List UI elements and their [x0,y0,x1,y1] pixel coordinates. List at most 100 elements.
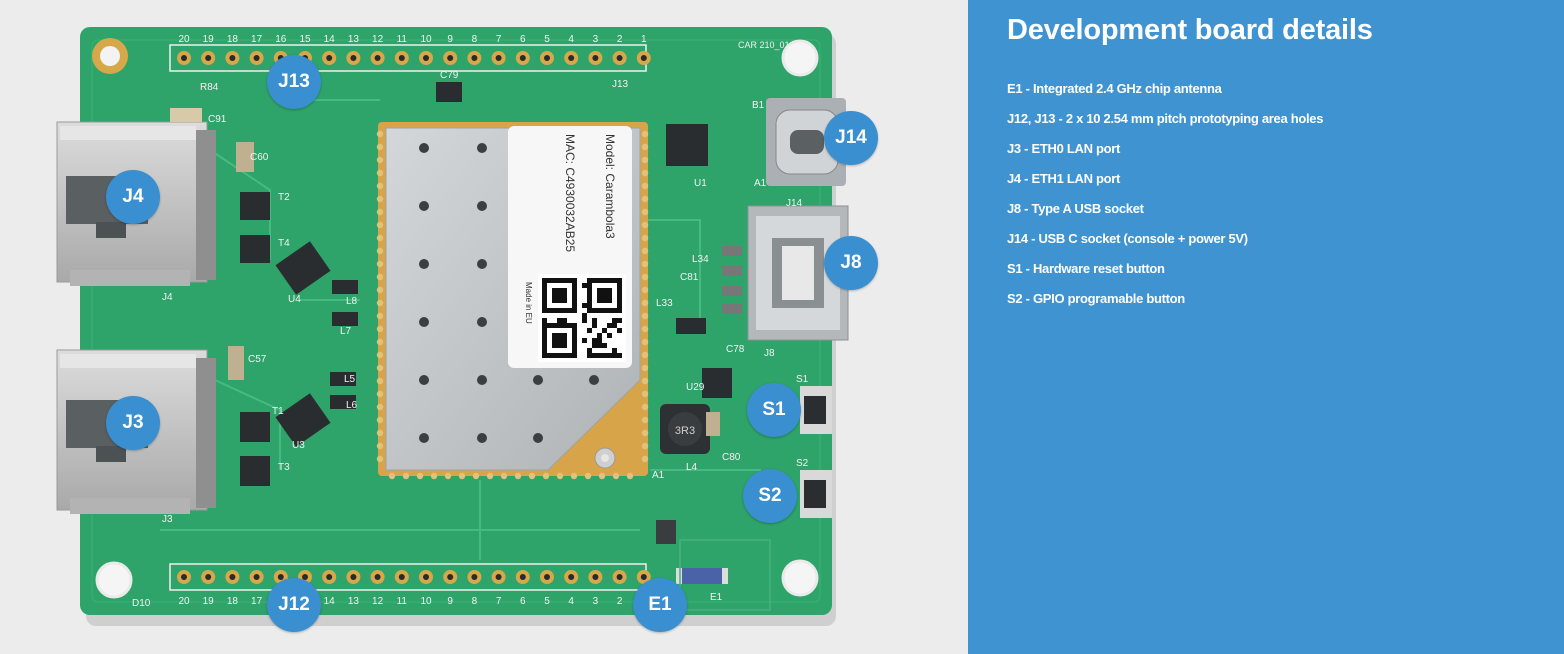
inductor-text: 3R3 [675,425,695,437]
header-pin-number: 11 [397,596,408,607]
callout-j12[interactable]: J12 [267,578,321,632]
header-pin-number: 7 [496,34,502,45]
svg-text:A1: A1 [754,178,767,189]
svg-text:C57: C57 [248,354,267,365]
svg-text:C60: C60 [250,152,269,163]
svg-text:T2: T2 [278,192,290,203]
svg-text:J3: J3 [162,514,173,525]
header-pin-number: 5 [544,596,550,607]
svg-text:R84: R84 [200,82,219,93]
header-pin-number: 13 [348,596,360,607]
callout-e1[interactable]: E1 [633,578,687,632]
header-pin-number: 17 [251,596,263,607]
cap-c79 [436,82,462,102]
header-pin-number: 8 [472,34,478,45]
callout-j13[interactable]: J13 [267,55,321,109]
header-pin-number: 3 [593,34,599,45]
details-item: E1 - Integrated 2.4 GHz chip antenna [1007,81,1222,96]
svg-text:D10: D10 [132,598,151,609]
callout-j8[interactable]: J8 [824,236,878,290]
svg-text:S2: S2 [796,458,809,469]
svg-text:U29: U29 [686,382,705,393]
left-components [170,108,358,486]
details-item: J8 - Type A USB socket [1007,201,1144,216]
header-pin-number: 4 [568,34,574,45]
shield-holes [419,143,599,443]
callout-s1[interactable]: S1 [747,383,801,437]
qr-code [538,274,626,362]
details-item: J4 - ETH1 LAN port [1007,171,1121,186]
svg-text:C78: C78 [726,344,745,355]
header-pin-number: 6 [520,596,526,607]
svg-text:C91: C91 [208,114,227,125]
details-item: J3 - ETH0 LAN port [1007,141,1121,156]
details-item: S2 - GPIO programable button [1007,291,1185,306]
header-j13-pins [177,51,651,65]
header-pin-number: 13 [348,34,360,45]
svg-text:B1: B1 [752,100,765,111]
header-pin-number: 18 [227,34,239,45]
header-pin-number: 1 [641,34,647,45]
chip-u29 [702,368,732,398]
svg-text:U4: U4 [288,294,301,305]
header-pin-number: 19 [203,34,215,45]
header-pin-number: 14 [324,34,336,45]
details-panel: Development board details E1 - Integrate… [968,0,1564,654]
callout-j4[interactable]: J4 [106,170,160,224]
svg-text:J4: J4 [162,292,173,303]
mount-hole-br [781,559,819,597]
svg-text:J14: J14 [786,198,803,209]
callout-j3[interactable]: J3 [106,396,160,450]
header-pin-number: 20 [178,34,190,45]
header-pin-number: 10 [420,596,432,607]
header-pin-number: 14 [324,596,336,607]
header-pin-number: 18 [227,596,239,607]
module-origin-text: Made in EU [524,282,533,324]
details-list: E1 - Integrated 2.4 GHz chip antenna J12… [1007,80,1323,320]
header-pin-number: 20 [178,596,190,607]
svg-text:L33: L33 [656,298,673,309]
svg-text:T3: T3 [278,462,290,473]
antenna-e1 [676,568,728,584]
header-pin-number: 10 [420,34,432,45]
silkscreen-labels: J13 R84 C91 C79 U1 A1 B1 J14 J4 J3 J8 C6… [132,40,809,609]
svg-text:J8: J8 [764,348,775,359]
callout-s2[interactable]: S2 [743,469,797,523]
svg-text:C79: C79 [440,70,459,81]
header-pin-number: 19 [203,596,215,607]
svg-text:L8: L8 [346,296,358,307]
svg-text:C81: C81 [680,272,699,283]
svg-text:CAR 210_01: CAR 210_01 [738,40,790,50]
header-pin-number: 6 [520,34,526,45]
header-pin-number: 3 [593,596,599,607]
header-pin-number: 9 [447,34,453,45]
svg-text:J13: J13 [612,79,629,90]
panel-title: Development board details [1007,14,1373,46]
svg-text:L5: L5 [344,374,356,385]
svg-text:C80: C80 [722,452,741,463]
header-pin-number: 17 [251,34,263,45]
svg-text:T1: T1 [272,406,284,417]
details-item: J14 - USB C socket (console + power 5V) [1007,231,1248,246]
module-mac-text: MAC: C4930032AB25 [563,134,577,252]
mount-hole-tr [781,39,819,77]
header-pin-number: 15 [299,34,311,45]
header-pin-number: 9 [447,596,453,607]
header-pin-number: 12 [372,596,384,607]
header-pin-number: 2 [617,596,623,607]
header-pin-number: 7 [496,596,502,607]
callout-j14[interactable]: J14 [824,111,878,165]
chip-u1 [666,124,708,166]
svg-text:L4: L4 [686,462,698,473]
details-item: S1 - Hardware reset button [1007,261,1165,276]
header-pin-number: 12 [372,34,384,45]
header-pin-number: 11 [397,34,408,45]
header-pin-number: 16 [275,34,287,45]
svg-text:E1: E1 [710,592,723,603]
svg-text:L6: L6 [346,400,358,411]
svg-text:T4: T4 [278,238,290,249]
svg-text:U1: U1 [694,178,707,189]
svg-text:U3: U3 [292,440,305,451]
